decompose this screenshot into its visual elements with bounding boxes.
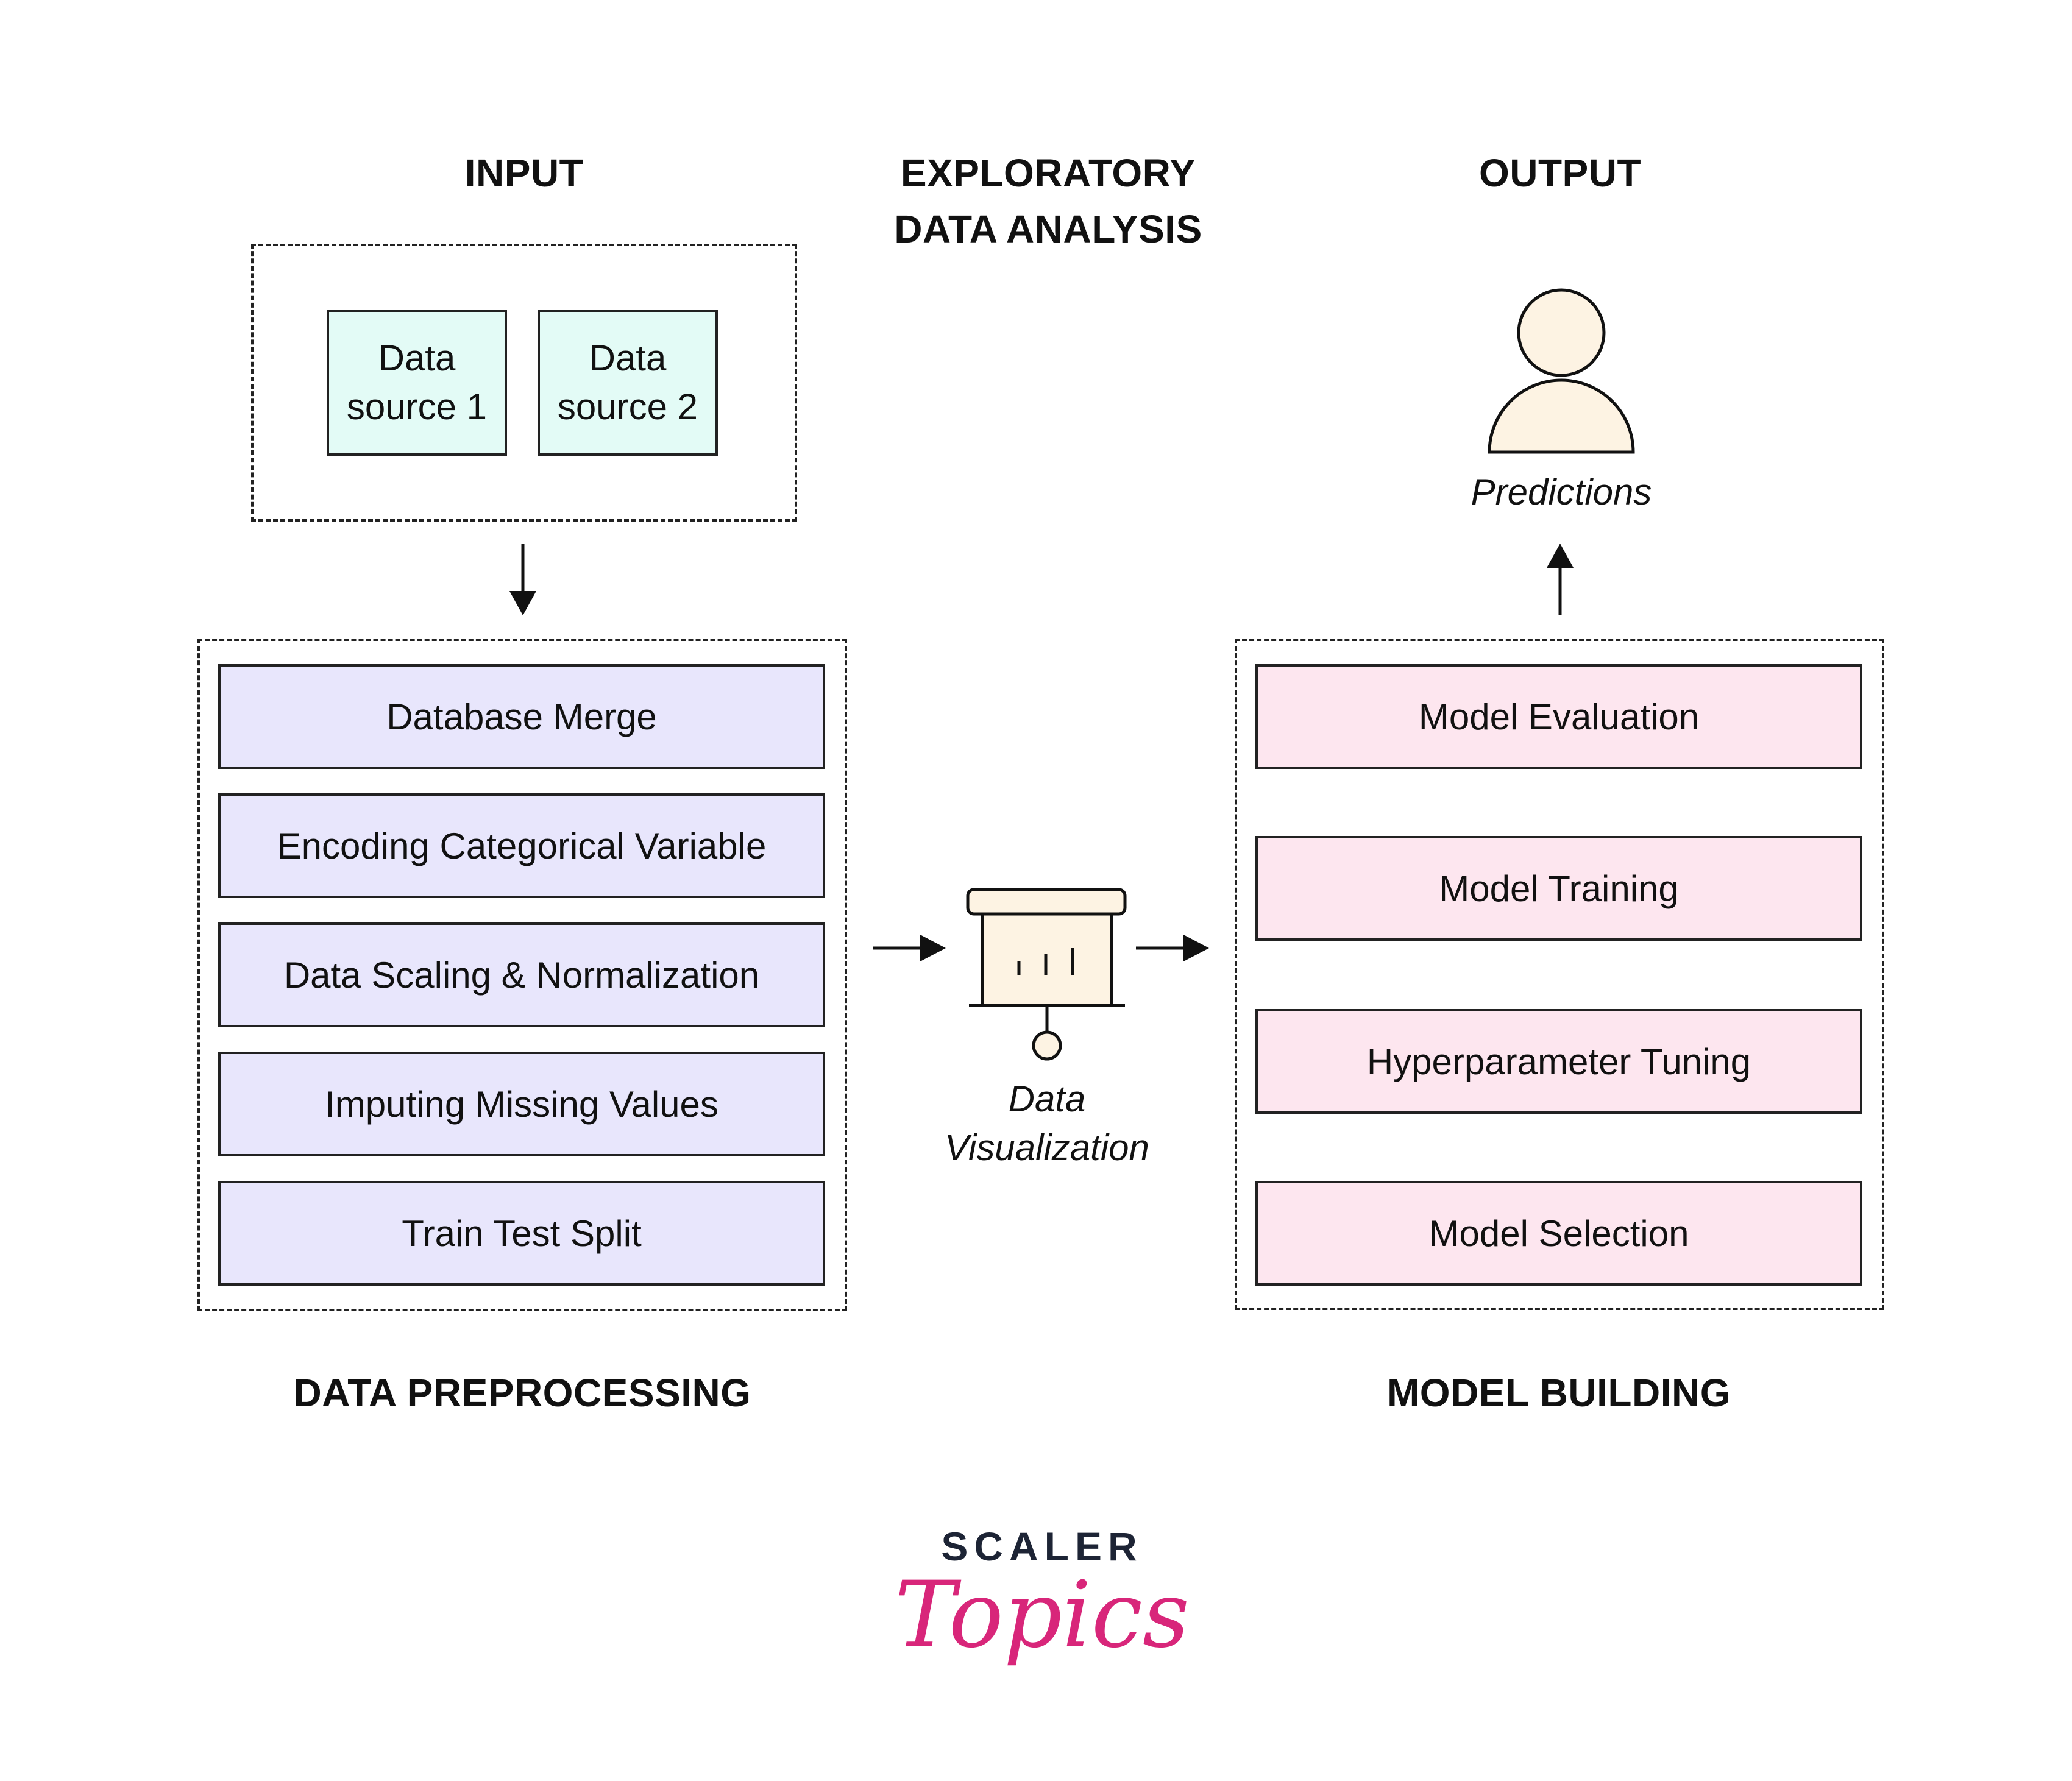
model-step-label: Model Selection <box>1428 1213 1689 1254</box>
preprocessing-step: Imputing Missing Values <box>218 1052 825 1156</box>
preprocessing-step: Encoding Categorical Variable <box>218 793 825 898</box>
preprocessing-step-label: Train Test Split <box>402 1213 642 1254</box>
model-step-label: Model Training <box>1439 868 1679 909</box>
data-source-2-label: Data source 2 <box>557 338 698 427</box>
preprocessing-step-label: Database Merge <box>386 696 657 737</box>
preprocessing-step: Train Test Split <box>218 1181 825 1286</box>
eda-heading-line1: EXPLORATORY <box>900 151 1196 195</box>
model-building-group <box>1235 639 1884 1310</box>
input-heading: INPUT <box>464 151 584 195</box>
predictions-label: Predictions <box>1471 472 1652 512</box>
arrow-eda-to-model-building <box>1136 935 1209 961</box>
arrow-model-to-output <box>1547 544 1574 615</box>
model-step-label: Hyperparameter Tuning <box>1366 1041 1751 1082</box>
preprocessing-heading: DATA PREPROCESSING <box>293 1371 751 1415</box>
eda-label-line2: Visualization <box>945 1127 1149 1168</box>
arrow-input-to-preprocessing <box>509 544 536 615</box>
arrow-preprocessing-to-eda <box>873 935 946 961</box>
preprocessing-step-label: Encoding Categorical Variable <box>277 825 767 866</box>
model-step-label: Model Evaluation <box>1418 696 1700 737</box>
model-step: Model Evaluation <box>1255 664 1862 769</box>
model-building-heading: MODEL BUILDING <box>1386 1371 1731 1415</box>
preprocessing-step: Data Scaling & Normalization <box>218 922 825 1027</box>
presentation-board-icon <box>966 888 1127 1061</box>
preprocessing-step: Database Merge <box>218 664 825 769</box>
logo-topics: Topics <box>895 1562 1190 1668</box>
preprocessing-step-label: Imputing Missing Values <box>325 1083 718 1125</box>
output-heading: OUTPUT <box>1478 151 1642 195</box>
eda-label-line1: Data <box>1008 1078 1086 1119</box>
preprocessing-group <box>197 639 847 1311</box>
logo-scaler: SCALER <box>941 1524 1143 1569</box>
data-source-1-label: Data source 1 <box>346 338 488 427</box>
input-group <box>251 244 797 522</box>
model-step: Model Selection <box>1255 1181 1862 1286</box>
preprocessing-step-label: Data Scaling & Normalization <box>283 954 760 996</box>
model-step: Hyperparameter Tuning <box>1255 1009 1862 1114</box>
data-source-2: Data source 2 <box>538 310 718 456</box>
model-step: Model Training <box>1255 836 1862 941</box>
data-source-1: Data source 1 <box>327 310 507 456</box>
person-icon <box>1488 288 1635 454</box>
eda-heading-line2: DATA ANALYSIS <box>894 207 1202 251</box>
